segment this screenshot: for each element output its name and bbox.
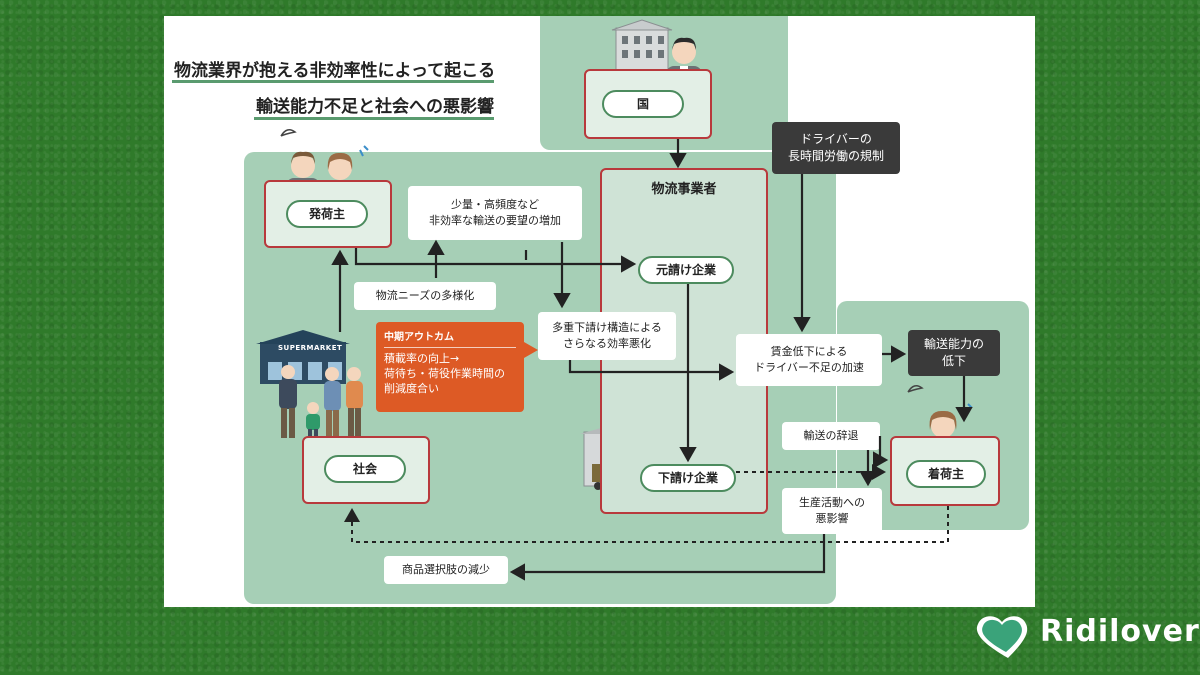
government-label: 国 <box>602 90 684 118</box>
consignee-label: 着荷主 <box>906 460 986 488</box>
supermarket-sign: SUPERMARKET <box>278 344 343 352</box>
title-line-1: 物流業界が抱える非効率性によって起こる <box>174 61 496 81</box>
ridilover-logo <box>976 616 1028 658</box>
driver-regulation-box: ドライバーの 長時間労働の規制 <box>772 122 900 174</box>
needs-diversify-text: 物流ニーズの多様化 <box>375 289 475 302</box>
request-increase-line-1: 少量・高頻度など <box>451 198 539 211</box>
capacity-drop-line-2: 低下 <box>941 354 966 368</box>
multi-layer-note: 多重下請け構造による さらなる効率悪化 <box>538 312 676 360</box>
needs-diversify-note: 物流ニーズの多様化 <box>354 282 496 310</box>
request-increase-line-2: 非効率な輸送の要望の増加 <box>429 214 561 227</box>
society-label: 社会 <box>324 455 406 483</box>
outcome-line-2: 荷待ち・荷役作業時間の <box>384 367 505 380</box>
ridilover-logo-text: Ridilover <box>1040 614 1200 649</box>
outcome-line-1: 積載率の向上→ <box>384 352 460 365</box>
driver-regulation-line-1: ドライバーの <box>800 132 872 146</box>
multi-layer-line-2: さらなる効率悪化 <box>563 337 651 350</box>
refusal-text: 輸送の辞退 <box>803 429 859 442</box>
wage-drop-line-2: ドライバー不足の加速 <box>754 361 864 374</box>
production-effect-line-1: 生産活動への <box>799 496 865 509</box>
outcome-heading: 中期アウトカム <box>384 332 454 343</box>
government-building-icon <box>611 19 673 71</box>
shipper-label: 発荷主 <box>286 200 368 228</box>
wage-drop-note: 賃金低下による ドライバー不足の加速 <box>736 334 882 386</box>
title-underline-2 <box>254 117 494 120</box>
production-effect-line-2: 悪影響 <box>815 512 849 525</box>
flow-arrows <box>331 139 973 581</box>
fewer-choices-text: 商品選択肢の減少 <box>402 563 490 576</box>
request-increase-note: 少量・高頻度など 非効率な輸送の要望の増加 <box>408 186 582 240</box>
subcontractor-label: 下請け企業 <box>640 464 736 492</box>
logistics-operator-heading: 物流事業者 <box>651 182 717 197</box>
title-line-2: 輸送能力不足と社会への悪影響 <box>256 97 494 117</box>
outcome-pointer <box>524 342 538 358</box>
family-icon <box>279 365 363 441</box>
driver-regulation-line-2: 長時間労働の規制 <box>787 149 884 163</box>
mid-term-outcome-box: 中期アウトカム 積載率の向上→ 荷待ち・荷役作業時間の 削減度合い <box>376 322 524 412</box>
capacity-drop-line-1: 輸送能力の <box>923 337 984 351</box>
prime-contractor-label: 元請け企業 <box>638 256 734 284</box>
production-effect-note: 生産活動への 悪影響 <box>782 488 882 534</box>
diagram-slide: 物流業界が抱える非効率性によって起こる 輸送能力不足と社会への悪影響 <box>164 16 1035 607</box>
multi-layer-line-1: 多重下請け構造による <box>552 321 662 334</box>
fewer-choices-note: 商品選択肢の減少 <box>384 556 508 584</box>
title-underline-1 <box>172 80 494 83</box>
wage-drop-line-1: 賃金低下による <box>770 345 848 358</box>
capacity-drop-box: 輸送能力の 低下 <box>908 330 1000 376</box>
outcome-divider <box>384 347 516 348</box>
outcome-line-3: 削減度合い <box>384 382 439 395</box>
refusal-note: 輸送の辞退 <box>782 422 880 450</box>
